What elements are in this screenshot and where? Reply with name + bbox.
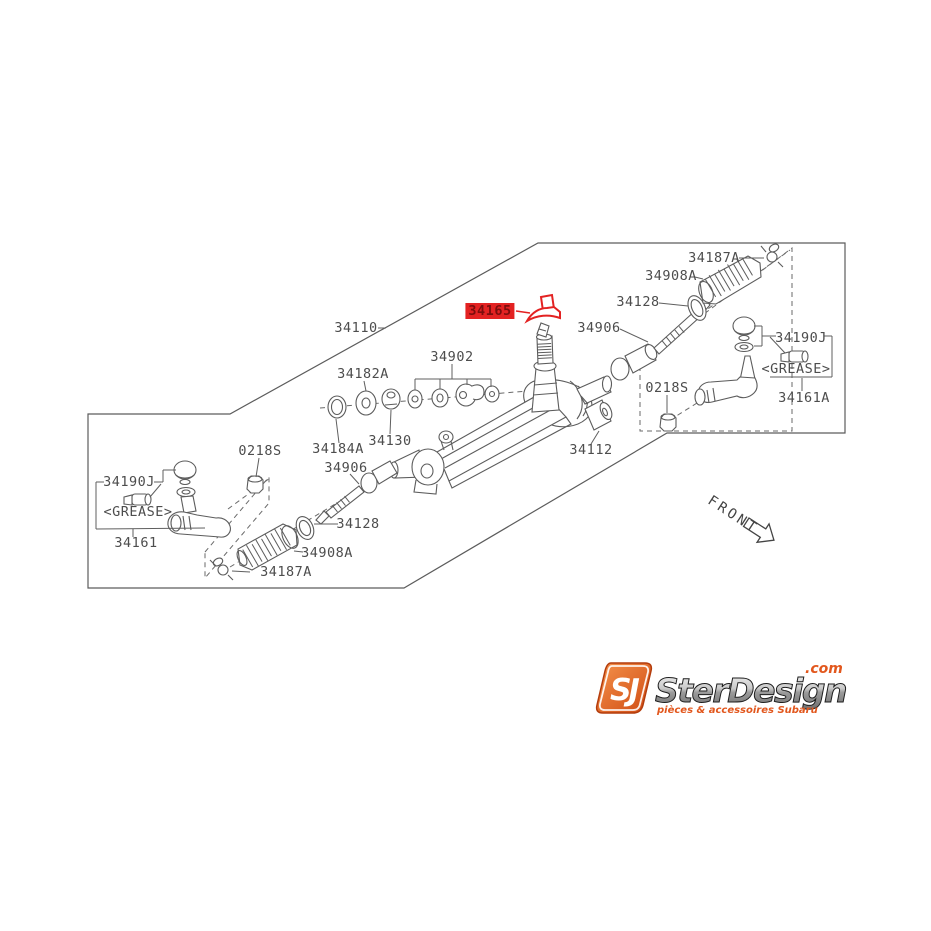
logo-tagline: pièces & accessoires Subaru [656, 704, 818, 716]
left-tie-rod-end [123, 460, 231, 538]
socket-end [170, 514, 182, 532]
rod [325, 485, 365, 519]
part-label-grease-left: <GREASE> [103, 504, 173, 520]
part-label-0218S-left: 0218S [238, 443, 282, 459]
left-dashed-box [204, 475, 270, 580]
part-label-34902: 34902 [430, 349, 474, 365]
part-label-34130: 34130 [368, 433, 412, 449]
leader-lines [95, 257, 833, 573]
washer-34182A [355, 390, 377, 416]
part-label-34187A-right: 34187A [688, 250, 740, 266]
pinion-tower [531, 365, 560, 413]
part-label-34906-left: 34906 [324, 460, 368, 476]
part-label-0218S-right: 0218S [645, 380, 689, 396]
hatch-lines [705, 257, 753, 298]
hatch-lines [242, 527, 291, 568]
part-label-34165-highlighted: 34165 [465, 303, 515, 319]
hatch-lines [332, 495, 350, 513]
part-label-34908A-right: 34908A [645, 268, 697, 284]
seal-1 [407, 389, 423, 409]
part-label-34112: 34112 [569, 442, 613, 458]
hatch-lines [537, 343, 552, 359]
rack-housing [389, 322, 613, 495]
seal-2 [431, 388, 449, 408]
part-label-34906-right: 34906 [577, 320, 621, 336]
part-label-34161: 34161 [114, 535, 158, 551]
arm [697, 376, 758, 403]
part-label-34190J-left: 34190J [103, 474, 155, 490]
part-label-34161A: 34161A [778, 390, 830, 406]
part-label-34110: 34110 [334, 320, 378, 336]
stud-washer [734, 341, 754, 353]
logo-monogram: SJ [610, 673, 640, 708]
mount-foot [413, 479, 438, 495]
washer-34128-right [687, 295, 707, 321]
grease-bottle-left [123, 493, 152, 506]
part-label-34128-left: 34128 [336, 516, 380, 532]
rib [569, 380, 583, 420]
left-inner-tie-rod [209, 460, 398, 581]
part-label-grease-right: <GREASE> [761, 361, 831, 377]
socket-end [694, 388, 706, 406]
ball-socket [360, 472, 378, 494]
nut-0218S-right [659, 413, 677, 432]
part-label-34908A-left: 34908A [301, 545, 353, 561]
logo-tld: .com [805, 661, 843, 677]
part-label-34190J-right: 34190J [775, 330, 827, 346]
clamp-34187A-left [209, 557, 234, 581]
lower-flange [448, 416, 572, 489]
clamp-34187A-right [760, 243, 784, 268]
part-label-34184A: 34184A [312, 441, 364, 457]
logo-name: SterDesign [655, 671, 846, 710]
front-arrow-icon [742, 517, 775, 544]
part-label-34128-right: 34128 [616, 294, 660, 310]
stud-washer [176, 486, 196, 498]
seal-3 [484, 385, 500, 403]
part-label-34187A-left: 34187A [260, 564, 312, 580]
logo-badge [595, 662, 653, 714]
part-label-34182A: 34182A [337, 366, 389, 382]
bushing-34112 [580, 395, 613, 431]
right-tie-rod-end [694, 316, 809, 406]
right-end-cap [601, 375, 613, 393]
nut-0218S-left [246, 475, 264, 494]
logo: SJ SterDesign .com pièces & accessoires … [595, 661, 848, 716]
hatch-lines [661, 326, 685, 347]
highlighted-part-34165 [515, 293, 561, 324]
diagram-boundary [87, 242, 846, 589]
stud-cone [180, 495, 197, 514]
top-boss [438, 430, 454, 444]
ball-socket [610, 357, 630, 381]
stud-cone [739, 355, 756, 381]
grease-bottle-right [780, 350, 809, 363]
ring-34184A [327, 395, 347, 419]
left-mount-hole [420, 463, 434, 479]
seal-kit-parts [327, 383, 500, 419]
